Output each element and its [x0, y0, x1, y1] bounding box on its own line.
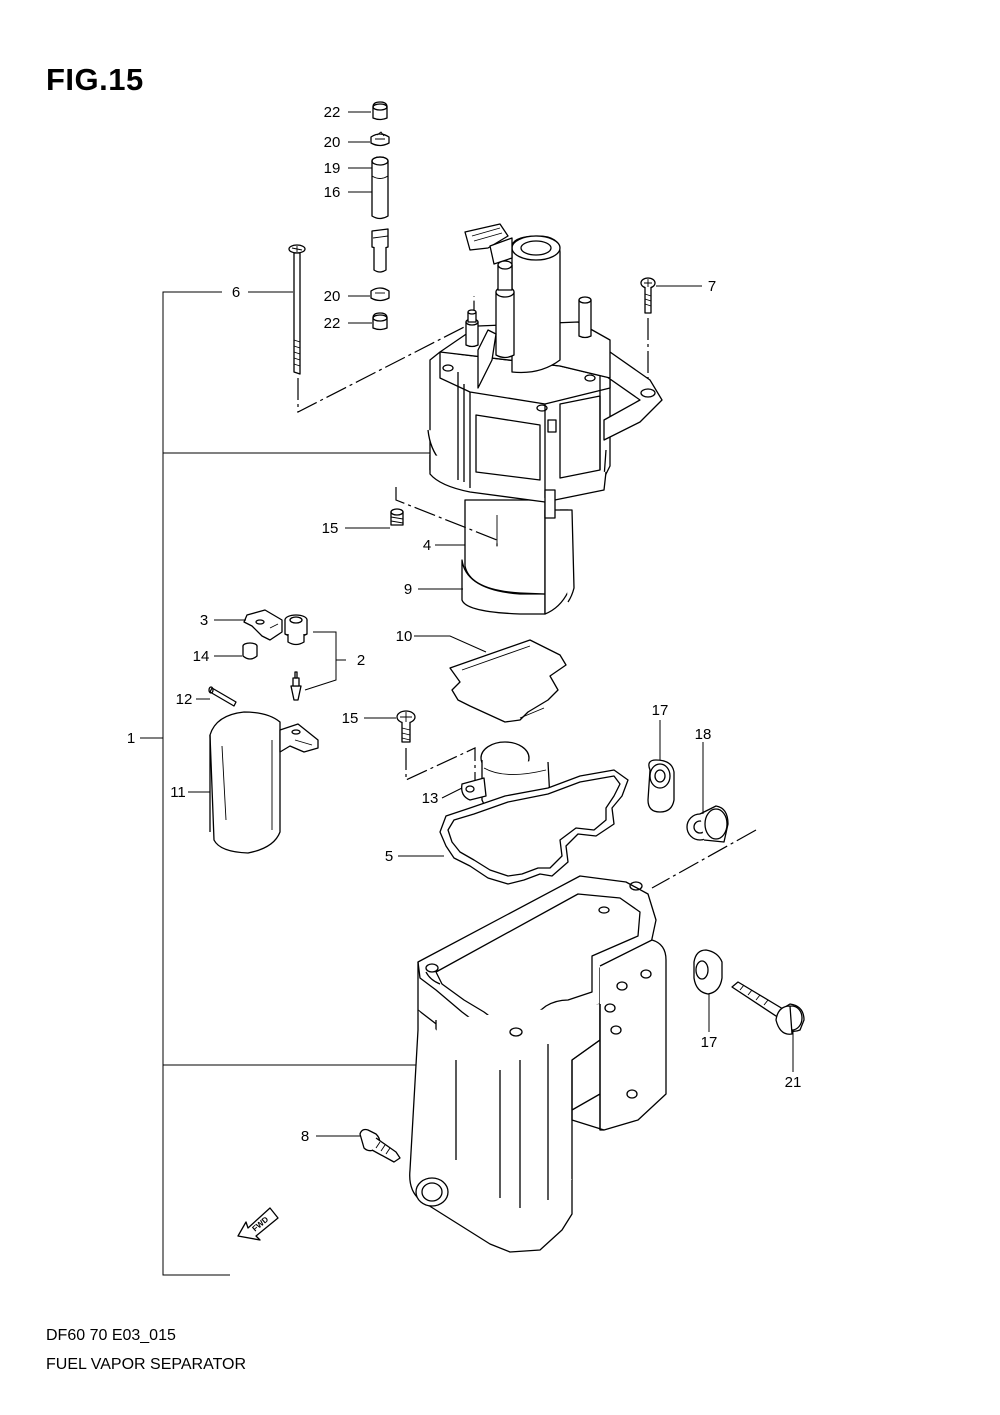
- mounting-bracket-part: [409, 875, 667, 1253]
- drawing-code: DF60 70 E03_015: [46, 1327, 176, 1344]
- callout-10: 10: [396, 628, 413, 645]
- callout-4: 4: [423, 537, 431, 554]
- callout-11: 11: [170, 784, 186, 801]
- flange-bolt-part-21: [731, 981, 805, 1035]
- callout-17-lower: 17: [701, 1034, 718, 1051]
- long-screw-part: [288, 244, 475, 413]
- hose-clip-bottom-part: [370, 287, 390, 302]
- callout-21: 21: [785, 1074, 802, 1091]
- grommet-part-17-lower: [693, 949, 723, 995]
- callout-5: 5: [385, 848, 393, 865]
- callout-12: 12: [176, 691, 193, 708]
- callout-15-upper: 15: [322, 520, 339, 537]
- figure-name: FUEL VAPOR SEPARATOR: [46, 1356, 247, 1373]
- callout-2: 2: [357, 652, 365, 669]
- callout-22-top: 22: [324, 104, 341, 121]
- screw-part-15-upper: [390, 487, 498, 548]
- hose-clip-top-part: [370, 131, 390, 147]
- hose-cap-top-part: [372, 101, 388, 121]
- clamp-bracket-part: [243, 609, 283, 641]
- callout-7: 7: [708, 278, 716, 295]
- leader-lines: [188, 111, 794, 1137]
- fuel-hose-part: [371, 156, 389, 273]
- callout-17-upper: 17: [652, 702, 669, 719]
- callout-8: 8: [301, 1128, 309, 1145]
- hose-cap-bottom-part: [372, 312, 388, 331]
- small-screw-top-part: [640, 277, 656, 392]
- needle-valve-part: [284, 614, 346, 701]
- callout-1: 1: [127, 730, 135, 747]
- screw-part-15-lower: [396, 710, 476, 785]
- callout-9: 9: [404, 581, 412, 598]
- bolt-part-8: [359, 1128, 401, 1163]
- callout-18: 18: [695, 726, 712, 743]
- callout-labels: 22 20 19 16 6 20 22 7 15 4 9 3 10 14 2 1…: [127, 104, 802, 1145]
- callout-14: 14: [193, 648, 210, 665]
- callout-20-top: 20: [324, 134, 341, 151]
- forward-direction-arrow: FWD: [237, 1207, 279, 1241]
- callout-6: 6: [232, 284, 240, 301]
- callout-19: 19: [324, 160, 341, 177]
- bolt-part-14: [242, 642, 258, 660]
- figure-title: FIG.15: [46, 62, 144, 97]
- float-cover-part: [209, 711, 319, 854]
- callout-13: 13: [422, 790, 439, 807]
- callout-20-bottom: 20: [324, 288, 341, 305]
- gasket-part-10: [449, 639, 567, 723]
- callout-15-lower: 15: [342, 710, 359, 727]
- vapor-separator-body-part: [427, 223, 663, 615]
- grommet-part-17-upper: [647, 759, 675, 813]
- callout-16: 16: [324, 184, 341, 201]
- gasket-part-5: [439, 769, 629, 885]
- float-pin-part: [208, 686, 237, 707]
- collar-part-18: [686, 805, 729, 843]
- callout-3: 3: [200, 612, 208, 629]
- callout-22-bottom: 22: [324, 315, 341, 332]
- assembly-bracket: [140, 291, 432, 1276]
